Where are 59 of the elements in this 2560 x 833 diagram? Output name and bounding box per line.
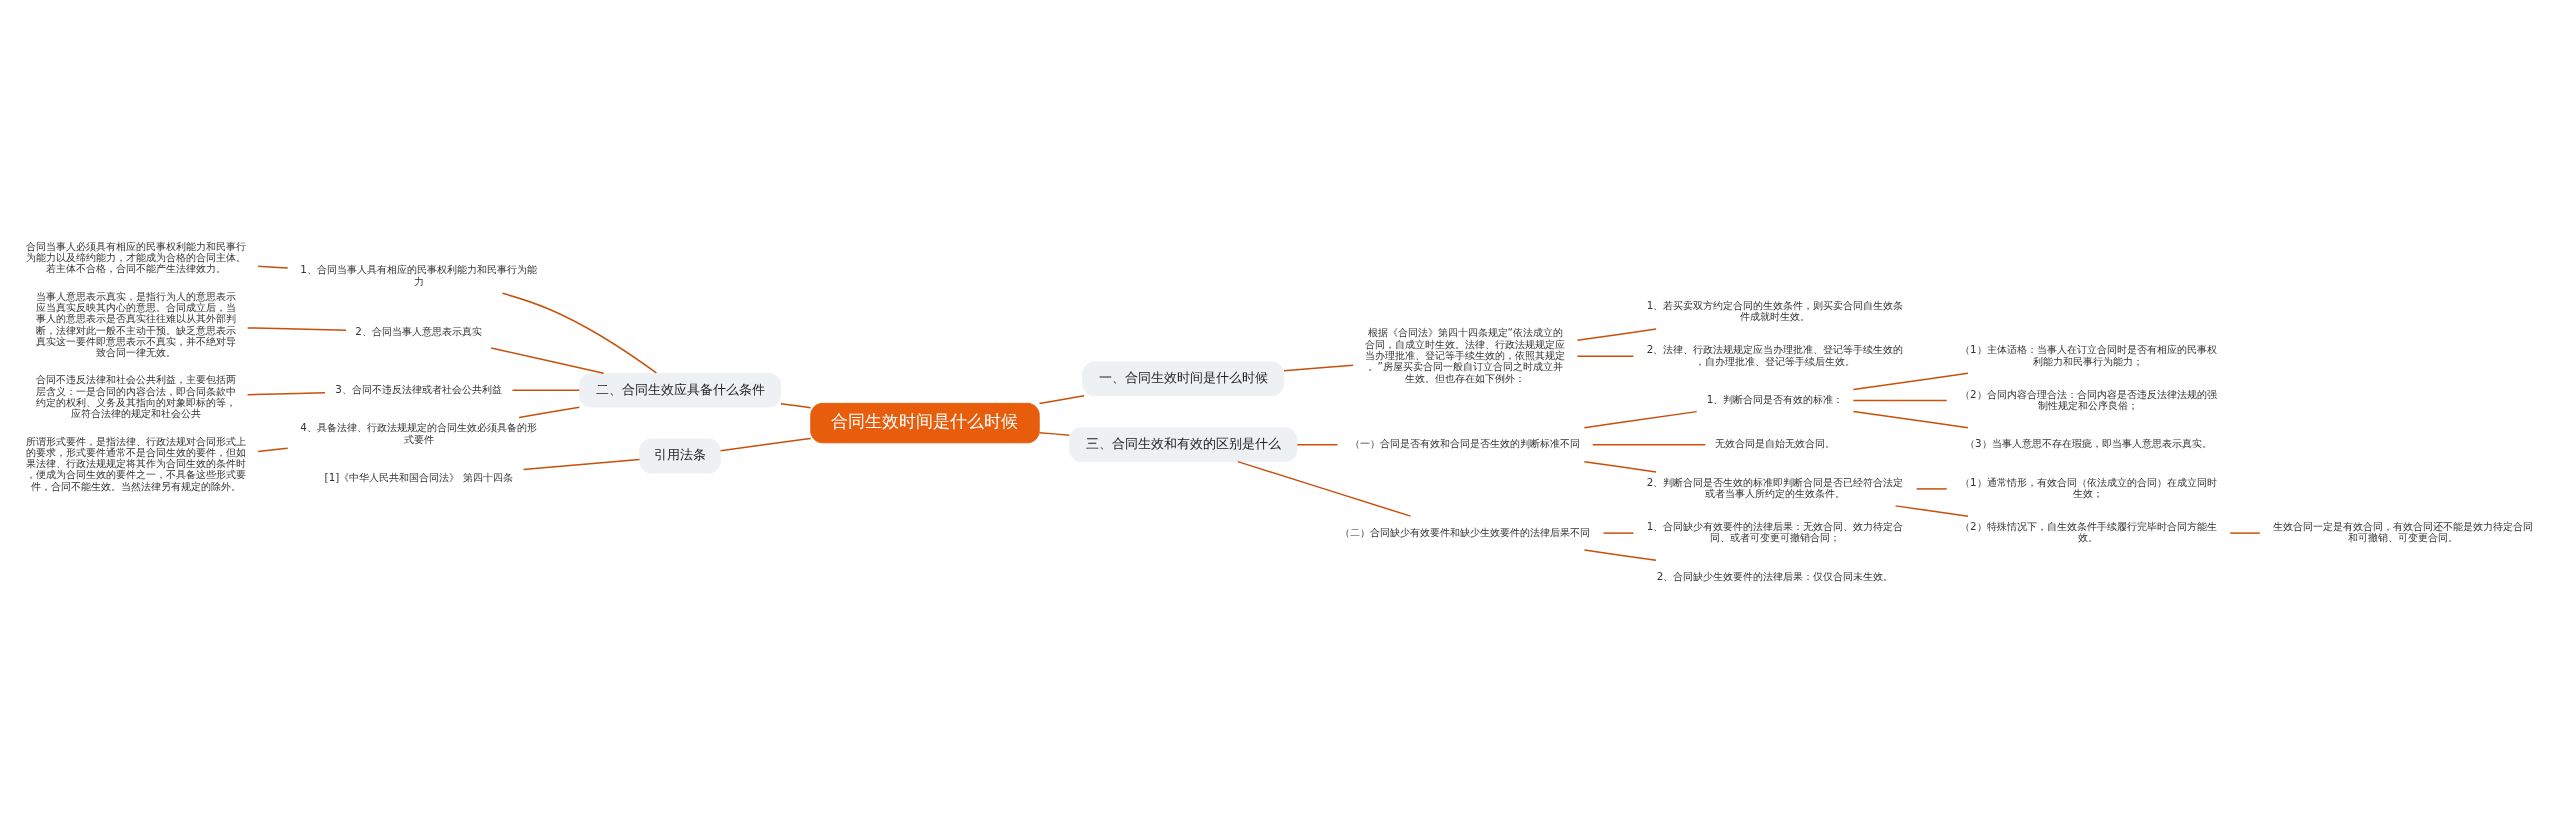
- connector: [1602, 532, 1635, 534]
- node-text: 2、法律、行政法规规定应当办理批准、登记等手续生效的，自办理批准、登记等手续后生效。: [1646, 343, 1904, 367]
- node-text: 2、判断合同是否生效的标准即判断合同是否已经符合法定或者当事人所约定的生效条件。: [1646, 475, 1904, 500]
- connector: [1576, 328, 1657, 342]
- node-text: [1]《中华人民共和国合同法》 第四十四条: [324, 471, 513, 484]
- connector: [1576, 355, 1635, 358]
- connector: [719, 437, 812, 452]
- connector: [1915, 488, 1948, 490]
- node-text: 生效合同一定是有效合同，有效合同还不能是效力待定合同和可撤销、可变更合同。: [2273, 520, 2534, 544]
- node-text: （一）合同是否有效和合同是否生效的判断标准不同: [1350, 437, 1581, 450]
- node-text: 合同当事人必须具有相应的民事权利能力和民事行为能力以及缔约能力，才能成为合格的合同主体。若主体不合格，合同不能产生法律效力。: [25, 239, 246, 275]
- connector: [1592, 443, 1707, 446]
- connector: [490, 347, 605, 374]
- connector: [1894, 505, 1969, 517]
- connector: [1038, 395, 1085, 405]
- connector: [257, 447, 289, 453]
- connector: [780, 402, 812, 409]
- node-box: 二、合同生效应具备什么条件: [578, 372, 782, 408]
- node-text: 无效合同是自始无效合同。: [1715, 437, 1836, 450]
- node-text: 3、合同不违反法律或者社会公共利益: [335, 382, 502, 395]
- node-text: 2、合同缺少生效要件的法律后果：仅仅合同未生效。: [1656, 569, 1894, 582]
- node-text: 1、若买卖双方约定合同的生效条件，则买卖合同自生效条件成就时生效。: [1646, 299, 1904, 323]
- connector: [511, 389, 581, 391]
- node-text: 合同不违反法律和社会公共利益，主要包括两层含义：一是合同的内容合法，即合同条款中约定的权利、义务及其指向的对象即标的等，应符合法律的规定和社会公共: [35, 373, 236, 420]
- node-text: （2）合同内容合理合法：合同内容是否违反法律法规的强制性规定和公序良俗；: [1960, 387, 2217, 411]
- connector: [1038, 431, 1071, 436]
- connector: [1583, 410, 1698, 429]
- node-text: （1）主体适格：当事人在订立合同时是否有相应的民事权利能力和民事行为能力；: [1960, 343, 2217, 367]
- node-text: 1、判断合同是否有效的标准：: [1706, 393, 1844, 406]
- node-text: （3）当事人意思不存在瑕疵，即当事人意思表示真实。: [1965, 437, 2212, 450]
- connector: [1852, 372, 1969, 391]
- connector: [1852, 399, 1948, 402]
- node-text: 所谓形式要件，是指法律、行政法规对合同形式上的要求，形式要件通常不是合同生效的要件，但如果法律、行政法规规定将其作为合同生效的条件时，便成为合同生效的要件之一，不具备这些形式要件，合同不能生效。当然法律另有规定的除外。: [25, 434, 246, 492]
- node-text: 1、合同缺少有效要件的法律后果：无效合同、效力待定合同、或者可变更可撤销合同；: [1646, 520, 1904, 544]
- connector: [246, 327, 347, 331]
- node-text: （1）通常情形，有效合同（依法成立的合同）在成立同时生效；: [1960, 475, 2217, 500]
- node-text: 根据《合同法》第四十四条规定“依法成立的合同，自成立时生效。法律、行政法规规定应当办理批准、登记等手续生效的，依照其规定。”房屋买卖合同一般自订立合同之时成立并生效。但也存在如下例外：: [1365, 326, 1566, 384]
- connector: [246, 391, 326, 396]
- node-text: 当事人意思表示真实，是指行为人的意思表示应当真实反映其内心的意思。合同成立后，当事人的意思表示是否真实往往难以从其外部判断，法律对此一般不主动干预。缺乏意思表示真实这一要件即意思表示不真实，并不绝对导致合同一律无效。: [35, 289, 236, 359]
- connector: [1583, 460, 1657, 473]
- connector: [1237, 460, 1412, 517]
- connector: [2229, 532, 2261, 534]
- connector: [522, 458, 641, 471]
- connector: [1296, 443, 1339, 446]
- connector: [257, 265, 289, 269]
- node-text: 1、合同当事人具有相应的民事权利能力和民事行为能力: [300, 263, 537, 287]
- connector: [501, 292, 658, 374]
- node-text: （二）合同缺少有效要件和缺少生效要件的法律后果不同: [1340, 525, 1591, 538]
- node-text: 4、具备法律、行政法规规定的合同生效必须具备的形式要件: [300, 421, 537, 445]
- node-box: 合同生效时间是什么时候: [810, 402, 1040, 444]
- node-box: 三、合同生效和有效的区别是什么: [1068, 427, 1298, 463]
- connector: [1583, 549, 1657, 562]
- connector: [1852, 410, 1969, 429]
- node-box: 引用法条: [639, 438, 721, 474]
- node-text: （2）特殊情况下，自生效条件手续履行完毕时合同方能生效。: [1960, 520, 2217, 544]
- connector: [1283, 364, 1354, 372]
- node-text: 2、合同当事人意思表示真实: [355, 324, 482, 337]
- connector: [518, 406, 581, 419]
- node-box: 一、合同生效时间是什么时候: [1082, 361, 1285, 397]
